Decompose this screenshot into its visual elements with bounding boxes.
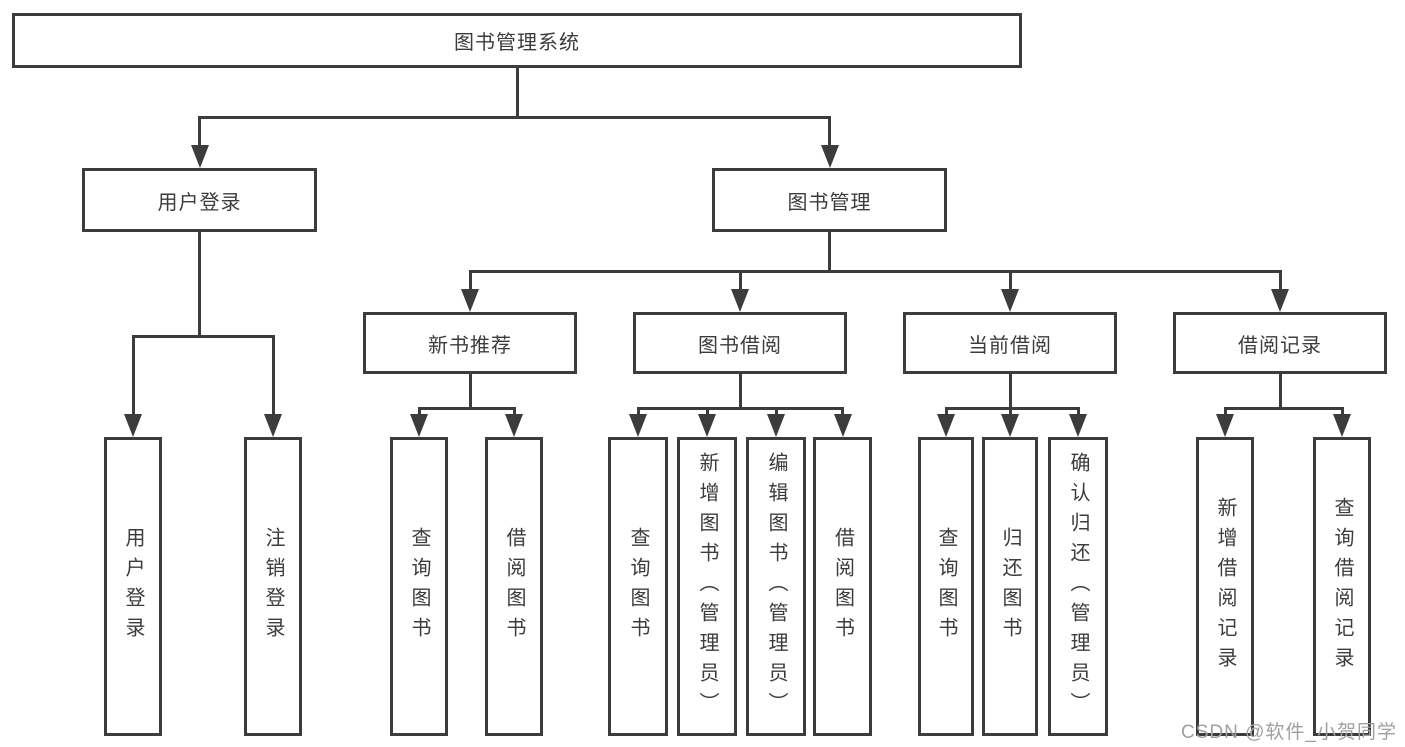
node-label: 图书管理系统 xyxy=(454,32,580,54)
edge-vline xyxy=(515,66,519,119)
node-new-book: 新书推荐 xyxy=(363,312,577,374)
node-bb-edit: 编辑图书（管理员） xyxy=(746,437,806,736)
arrow-down-icon xyxy=(1216,414,1234,437)
node-label: 归还图书 xyxy=(999,526,1021,647)
edge-vline xyxy=(738,270,742,300)
edge-vline xyxy=(468,270,472,300)
node-label: 注销登录 xyxy=(262,526,284,647)
arrow-down-icon xyxy=(505,414,523,437)
node-label: 新书推荐 xyxy=(428,334,512,357)
node-label: 确认归还（管理员） xyxy=(1067,451,1089,722)
edge-hline xyxy=(636,407,844,410)
node-label: 图书管理 xyxy=(787,191,872,214)
node-bb-borrow: 借阅图书 xyxy=(813,437,872,736)
node-label: 查询图书 xyxy=(935,526,957,647)
node-borrow-record: 借阅记录 xyxy=(1173,312,1387,374)
edge-hline xyxy=(198,116,831,119)
node-book-borrow: 图书借阅 xyxy=(633,312,847,374)
watermark: CSDN @软件_小贺同学 xyxy=(1181,722,1397,743)
edge-vline xyxy=(1278,372,1282,410)
node-ul-login: 用户登录 xyxy=(104,437,162,736)
node-label: 查询图书 xyxy=(627,526,649,647)
arrow-down-icon xyxy=(410,414,428,437)
node-user-login: 用户登录 xyxy=(82,168,317,232)
arrow-down-icon xyxy=(820,145,839,168)
arrow-down-icon xyxy=(1333,414,1351,437)
edge-vline xyxy=(1008,270,1012,300)
arrow-down-icon xyxy=(1271,289,1289,312)
arrow-down-icon xyxy=(461,289,479,312)
arrow-down-icon xyxy=(1069,414,1087,437)
node-label: 当前借阅 xyxy=(968,334,1052,357)
edge-vline xyxy=(828,230,831,273)
arrow-down-icon xyxy=(698,414,716,437)
node-label: 新增借阅记录 xyxy=(1214,496,1236,677)
edge-hline xyxy=(944,407,1080,410)
edge-vline xyxy=(1008,372,1012,410)
node-label: 用户登录 xyxy=(122,526,144,647)
arrow-down-icon xyxy=(1001,289,1019,312)
node-br-query: 查询借阅记录 xyxy=(1313,437,1371,736)
node-cb-query: 查询图书 xyxy=(918,437,974,736)
node-label: 借阅记录 xyxy=(1238,334,1322,357)
node-label: 借阅图书 xyxy=(503,526,525,647)
node-label: 图书借阅 xyxy=(698,334,782,357)
edge-hline xyxy=(131,335,275,338)
node-current-borrow: 当前借阅 xyxy=(903,312,1117,374)
arrow-down-icon xyxy=(833,414,852,437)
edge-hline xyxy=(468,270,1282,273)
arrow-down-icon xyxy=(1001,414,1019,437)
node-bb-add: 新增图书（管理员） xyxy=(677,437,737,736)
node-label: 查询借阅记录 xyxy=(1331,496,1353,677)
edge-vline xyxy=(131,335,135,425)
node-cb-return: 归还图书 xyxy=(982,437,1038,736)
edge-vline xyxy=(468,372,472,410)
node-nb-borrow: 借阅图书 xyxy=(485,437,543,736)
node-nb-query: 查询图书 xyxy=(390,437,448,736)
arrow-down-icon xyxy=(264,414,282,437)
edge-hline xyxy=(1223,407,1344,410)
node-label: 编辑图书（管理员） xyxy=(765,451,787,722)
node-label: 新增图书（管理员） xyxy=(696,451,718,722)
arrow-down-icon xyxy=(629,414,647,437)
node-book-mgmt: 图书管理 xyxy=(712,168,947,232)
node-label: 查询图书 xyxy=(408,526,430,647)
node-cb-confirm: 确认归还（管理员） xyxy=(1048,437,1108,736)
edge-vline xyxy=(198,116,201,156)
arrow-down-icon xyxy=(731,289,749,312)
edge-vline xyxy=(1278,270,1282,300)
edge-vline xyxy=(198,230,201,338)
arrow-down-icon xyxy=(767,414,785,437)
edge-hline xyxy=(417,407,516,410)
edge-vline xyxy=(738,372,742,410)
node-root: 图书管理系统 xyxy=(12,13,1022,68)
edge-vline xyxy=(828,116,831,156)
arrow-down-icon xyxy=(124,414,142,437)
edge-vline xyxy=(271,335,275,425)
node-br-add: 新增借阅记录 xyxy=(1196,437,1254,736)
node-label: 借阅图书 xyxy=(831,526,854,647)
arrow-down-icon xyxy=(937,414,955,437)
node-label: 用户登录 xyxy=(157,191,242,214)
node-ul-logout: 注销登录 xyxy=(244,437,302,736)
arrow-down-icon xyxy=(190,145,209,168)
node-bb-query: 查询图书 xyxy=(608,437,668,736)
